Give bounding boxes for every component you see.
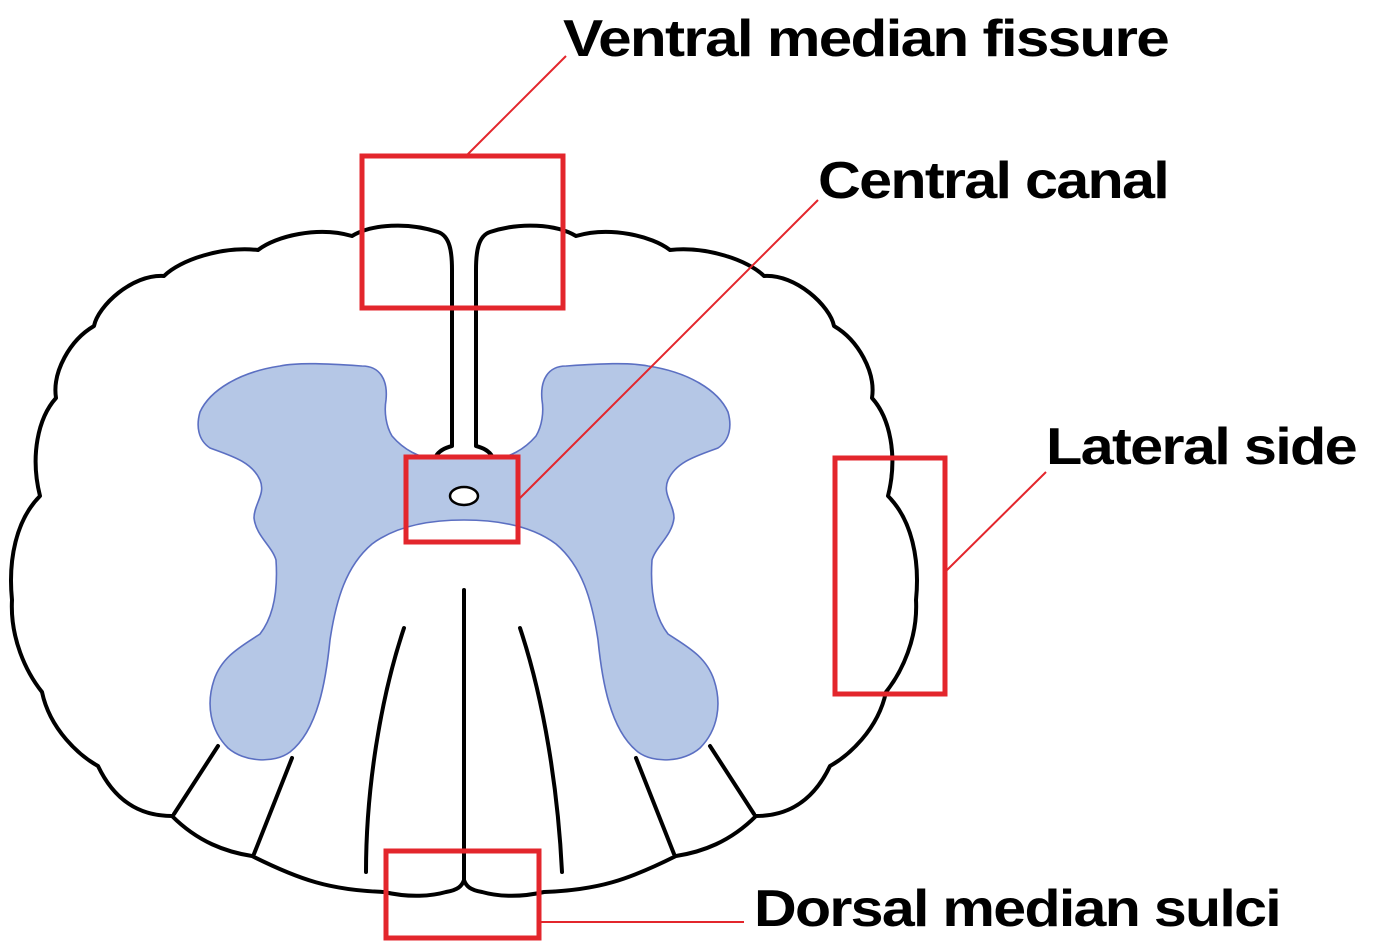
- lateral-side-leader: [945, 472, 1046, 572]
- dorsal-median-sulci-label: Dorsal median sulci: [754, 880, 1280, 938]
- central-canal: [450, 487, 478, 505]
- central-canal-label: Central canal: [818, 152, 1168, 210]
- lateral-side-label: Lateral side: [1046, 418, 1357, 476]
- ventral-median-fissure-leader: [466, 56, 566, 156]
- ventral-median-fissure-label: Ventral median fissure: [563, 10, 1169, 68]
